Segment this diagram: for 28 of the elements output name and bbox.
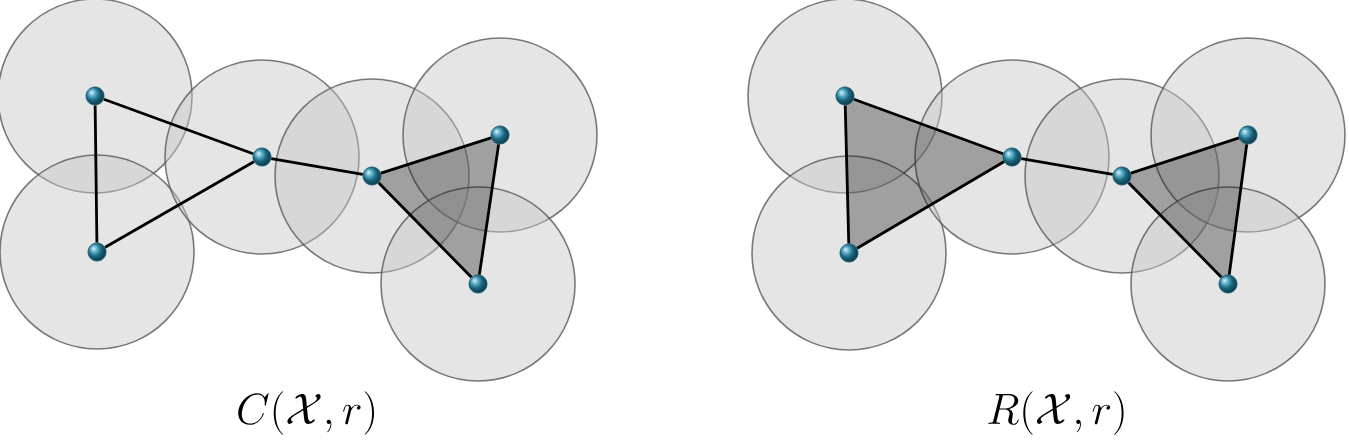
edge-line: [377, 181, 473, 279]
point: [1238, 125, 1258, 145]
edge-line: [843, 105, 851, 244]
point: [835, 86, 855, 106]
point: [490, 125, 510, 145]
point: [839, 243, 859, 263]
edge-line: [1130, 136, 1240, 175]
edge-line: [478, 144, 501, 275]
point: [87, 242, 107, 262]
edge-line: [104, 160, 255, 249]
edge-line: [856, 160, 1005, 250]
edge-line: [1127, 181, 1223, 279]
point: [252, 147, 272, 167]
formula-label: $C(\mathcal{X}, r)$: [238, 391, 374, 435]
edge-line: [1021, 157, 1113, 176]
formula-label: $R(\mathcal{X}, r)$: [988, 391, 1124, 435]
point: [362, 166, 382, 186]
edge-line: [380, 136, 492, 175]
edge-line: [853, 97, 1004, 156]
edge-line: [93, 105, 99, 243]
point: [1218, 274, 1238, 294]
point: [85, 86, 105, 106]
point: [1112, 166, 1132, 186]
edge-line: [1227, 144, 1249, 275]
edge-line: [271, 157, 363, 176]
point: [468, 274, 488, 294]
point: [1002, 147, 1022, 167]
edge-line: [103, 97, 254, 156]
